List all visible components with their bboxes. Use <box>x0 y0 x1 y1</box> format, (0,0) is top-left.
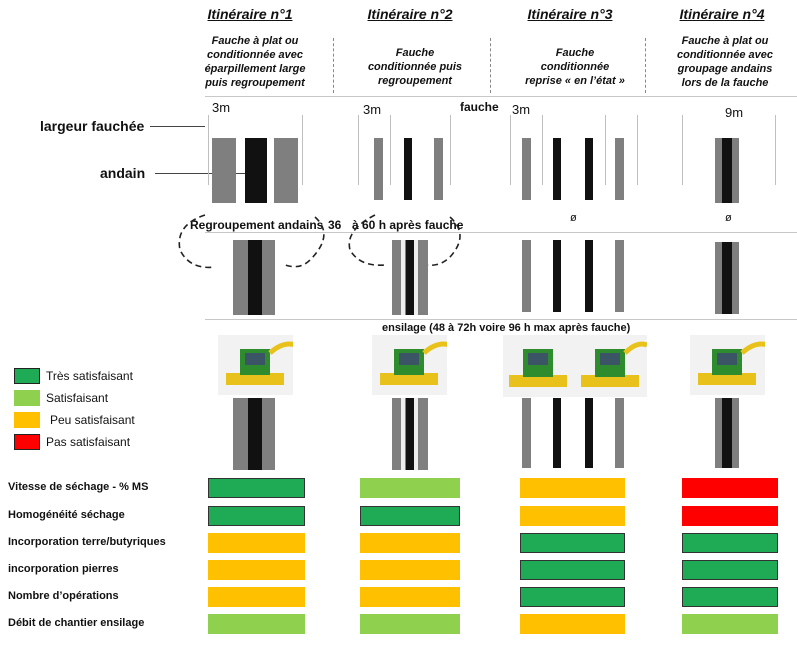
legend-swatch-tres-satisfaisant <box>14 368 40 384</box>
width-label-4: 9m <box>725 105 744 120</box>
rating-cell <box>208 506 305 526</box>
fauche-label: fauche <box>460 100 499 114</box>
legend-label: Peu satisfaisant <box>50 413 135 427</box>
legend-swatch-pas-satisfaisant <box>14 434 40 450</box>
itinerary-4-title: Itinéraire n°4 <box>679 6 765 22</box>
width-label-3: 3m <box>512 102 531 117</box>
forage-harvester-icon <box>218 335 293 395</box>
regroupement-number: 36 <box>328 218 342 232</box>
rating-cell <box>682 560 778 580</box>
rating-cell <box>682 478 778 498</box>
andain-arrow <box>155 173 250 174</box>
rating-cell <box>682 533 778 553</box>
largeur-fauchee-label: largeur fauchée <box>40 118 145 134</box>
itinerary-1-title: Itinéraire n°1 <box>207 6 293 22</box>
rating-cell <box>682 587 778 607</box>
section-line <box>205 232 797 233</box>
regroupement-timing: à 60 h après fauche <box>352 218 464 232</box>
rating-cell <box>208 478 305 498</box>
rating-cell <box>208 560 305 580</box>
criterion-label: Incorporation terre/butyriques <box>8 536 166 548</box>
legend-label: Pas satisfaisant <box>46 435 131 449</box>
section-line <box>205 319 797 320</box>
rating-cell <box>208 587 305 607</box>
criterion-label: Débit de chantier ensilage <box>8 617 145 629</box>
rating-cell <box>682 614 778 634</box>
rating-cell <box>520 506 625 526</box>
itinerary-2-title: Itinéraire n°2 <box>367 6 453 22</box>
forage-harvester-icon <box>575 335 647 397</box>
forage-harvester-icon <box>503 335 575 397</box>
forage-harvester-icon <box>372 335 447 395</box>
ensilage-label: ensilage (48 à 72h voire 96 h max après … <box>382 322 631 334</box>
column-divider <box>490 38 491 93</box>
rating-cell <box>208 614 305 634</box>
itinerary-3-title: Itinéraire n°3 <box>527 6 613 22</box>
regroupement-arrows <box>178 214 461 269</box>
empty-symbol-3: ø <box>570 212 577 224</box>
rating-cell <box>520 533 625 553</box>
criterion-label: Homogénéité séchage <box>8 509 125 521</box>
rating-cell <box>520 478 625 498</box>
empty-symbol-4: ø <box>725 212 732 224</box>
rating-cell <box>520 587 625 607</box>
rating-cell <box>360 533 460 553</box>
rating-cell <box>360 560 460 580</box>
rating-cell <box>360 478 460 498</box>
rating-cell <box>520 614 625 634</box>
legend-swatch-peu-satisfaisant <box>14 412 40 428</box>
rating-cell <box>360 614 460 634</box>
legend-swatch-satisfaisant <box>14 390 40 406</box>
largeur-arrow <box>150 126 205 127</box>
width-label-1: 3m <box>212 100 231 115</box>
legend-label: Satisfaisant <box>46 391 109 405</box>
section-line <box>205 96 797 97</box>
rating-cell <box>682 506 778 526</box>
rating-cell <box>360 506 460 526</box>
andain-label: andain <box>100 165 146 181</box>
rating-cell <box>520 560 625 580</box>
criterion-label: Nombre d’opérations <box>8 590 119 602</box>
rating-cell <box>208 533 305 553</box>
rating-cell <box>360 587 460 607</box>
width-label-2: 3m <box>363 102 382 117</box>
column-divider <box>333 38 334 93</box>
column-divider <box>645 38 646 93</box>
regroupement-label: Regroupement andains <box>190 218 324 232</box>
forage-harvester-icon <box>690 335 765 395</box>
legend-label: Très satisfaisant <box>46 369 133 383</box>
criterion-label: Vitesse de séchage - % MS <box>8 481 149 493</box>
criterion-label: incorporation pierres <box>8 563 119 575</box>
